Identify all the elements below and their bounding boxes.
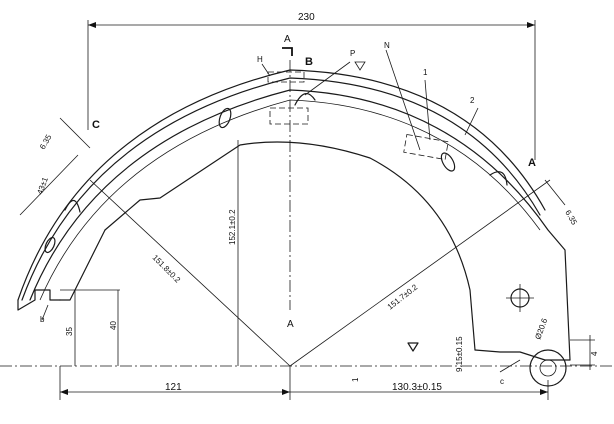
dim-radius-right: 151.7±0.2 — [386, 282, 420, 311]
dim-overall-width: 230 — [298, 12, 315, 23]
dim-radius-left: 151.8±0.2 — [151, 253, 183, 285]
dim-hole-offset: 9.15±0.15 — [455, 336, 464, 372]
section-mark-top: A — [284, 34, 291, 45]
label-h: H — [257, 55, 263, 64]
dimension-lines — [19, 20, 595, 400]
dim-foot-height-40: 40 — [109, 321, 118, 330]
label-a-right: A — [528, 157, 536, 169]
part-number-2: 2 — [470, 96, 475, 105]
label-p: P — [350, 49, 355, 58]
dim-step-1: 1 — [351, 377, 360, 382]
dim-thickness-right: 6.35 — [563, 209, 579, 227]
dim-thickness-left: 6.35 — [38, 133, 54, 151]
label-n: N — [384, 41, 390, 50]
label-c-lower: c — [500, 377, 504, 386]
part-number-1: 1 — [423, 68, 428, 77]
label-b-lower: b — [40, 315, 45, 324]
dim-foot-height-35: 35 — [65, 327, 74, 336]
dim-base-right: 130.3±0.15 — [392, 382, 442, 393]
label-c: C — [92, 119, 100, 131]
center-lines — [0, 60, 614, 367]
dim-pin-diameter: Ø20.6 — [533, 317, 549, 341]
dim-pin-height: 4 — [590, 351, 599, 356]
shoe-outline — [17, 69, 571, 387]
dim-height-center: 152.1±0.2 — [228, 209, 237, 245]
section-mark-bottom: A — [287, 319, 294, 330]
dim-base-left: 121 — [165, 382, 182, 393]
label-b: B — [305, 56, 313, 68]
